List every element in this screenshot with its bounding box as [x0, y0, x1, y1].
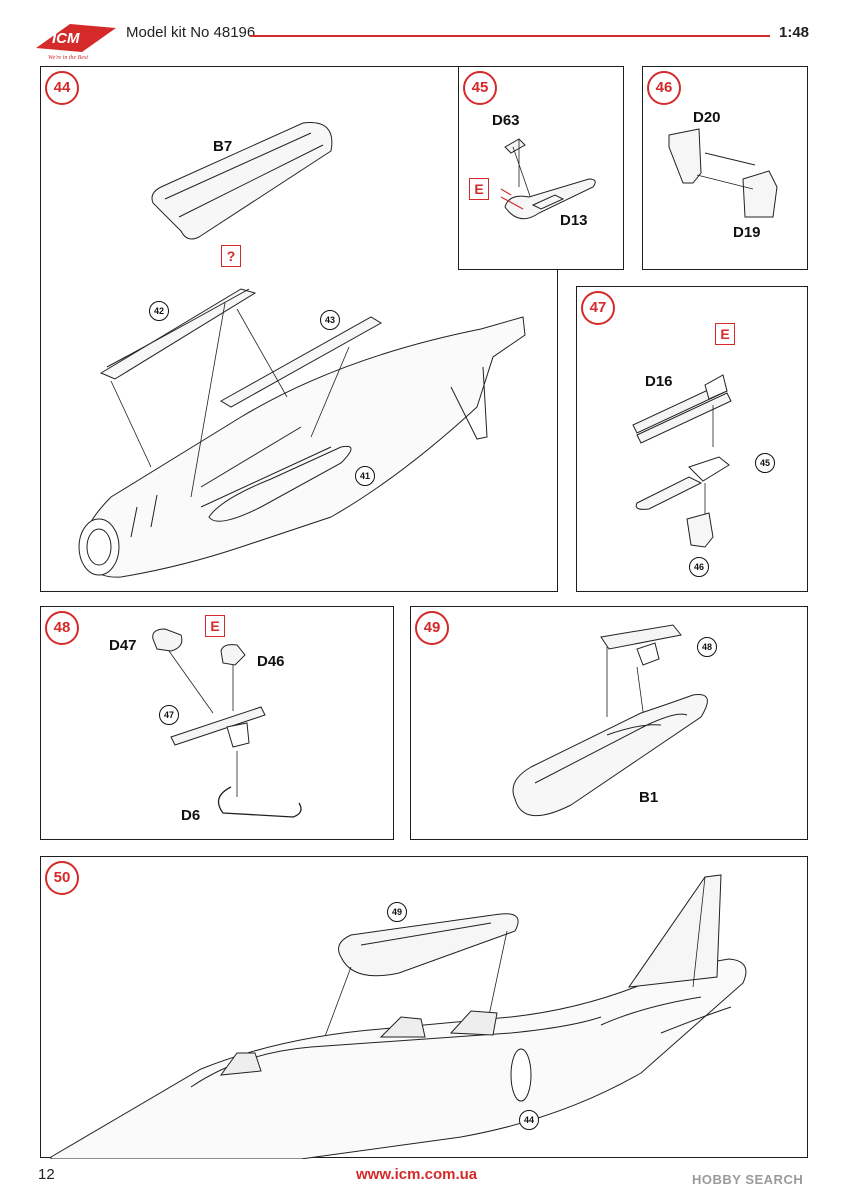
step-46-number: 46 [647, 71, 681, 105]
ref-step-42: 42 [149, 301, 169, 321]
step-48-flag-e: E [205, 615, 225, 637]
part-b7-label: B7 [213, 138, 233, 155]
ref-step-46: 46 [689, 557, 709, 577]
ref-step-41: 41 [355, 466, 375, 486]
ref-step-49: 49 [387, 902, 407, 922]
part-d6-label: D6 [181, 807, 201, 824]
step-49-number: 49 [415, 611, 449, 645]
step-47-flag-e: E [715, 323, 735, 345]
step-44-drawing [78, 122, 526, 578]
part-b1-label: B1 [639, 789, 659, 806]
step-44-number: 44 [45, 71, 79, 105]
unknown-part-flag: ? [221, 245, 241, 267]
ref-step-45: 45 [755, 453, 775, 473]
step-49-drawing [512, 624, 708, 817]
ref-step-47: 47 [159, 705, 179, 725]
step-45-number: 45 [463, 71, 497, 105]
step-48-drawing [152, 628, 302, 818]
step-45-drawing [500, 138, 596, 220]
page-number: 12 [38, 1166, 55, 1183]
step-46-drawing [668, 128, 778, 218]
website-link[interactable]: www.icm.com.ua [356, 1166, 478, 1183]
step-47-number: 47 [581, 291, 615, 325]
part-d46-label: D46 [257, 653, 285, 670]
logo-tagline: We're in the Best [48, 55, 88, 61]
icm-logo: ICM We're in the Best [30, 18, 118, 62]
watermark: HOBBY SEARCH [692, 1172, 804, 1187]
part-d63-label: D63 [492, 112, 520, 129]
part-d13-label: D13 [560, 212, 588, 229]
step-49-panel: 49 48 B1 [410, 606, 808, 840]
header-rule [250, 35, 770, 37]
kit-title: Model kit No 48196 [126, 24, 256, 41]
step-46-panel: 46 D20 D19 [642, 66, 808, 270]
step-50-drawing [50, 874, 747, 1159]
part-d19-label: D19 [733, 224, 761, 241]
part-d20-label: D20 [693, 109, 721, 126]
logo-text: ICM [52, 30, 80, 47]
step-50-panel: 50 49 44 [40, 856, 808, 1159]
ref-step-43: 43 [320, 310, 340, 330]
step-48-number: 48 [45, 611, 79, 645]
part-d16-label: D16 [645, 373, 673, 390]
step-45-flag-e: E [469, 178, 489, 200]
ref-step-44: 44 [519, 1110, 539, 1130]
step-48-panel: 48 D47 E D46 47 D6 [40, 606, 394, 840]
step-45-panel: 45 D63 E D13 [458, 66, 624, 270]
part-d47-label: D47 [109, 637, 137, 654]
ref-step-48: 48 [697, 637, 717, 657]
step-47-drawing [632, 374, 732, 548]
kit-scale: 1:48 [779, 24, 810, 41]
step-47-panel: 47 E D16 45 46 [576, 286, 808, 592]
step-50-number: 50 [45, 861, 79, 895]
